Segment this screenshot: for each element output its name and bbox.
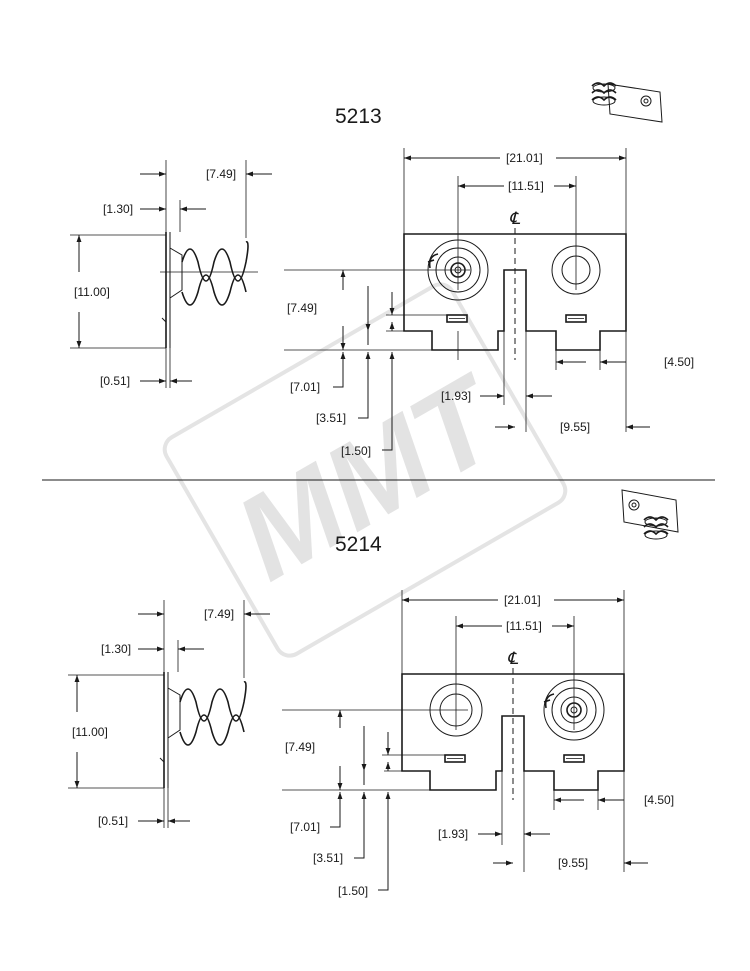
dim-center-spacing: [11.51] [506, 619, 542, 633]
dim-contact-height: [7.49] [285, 740, 315, 754]
dim-overall-height: [7.49] [206, 167, 236, 181]
dim-slot-width: [1.93] [438, 827, 468, 841]
dim-plate-thickness: [0.51] [98, 814, 128, 828]
product-thumbnail-5213 [591, 82, 663, 123]
dim-slot-height: [3.51] [313, 851, 343, 865]
dim-width: [21.01] [506, 151, 543, 165]
dim-half-width: [9.55] [560, 420, 590, 434]
dim-tab-height: [7.01] [290, 820, 320, 834]
dim-contact-height: [7.49] [287, 301, 317, 315]
product-thumbnail-5214 [621, 489, 679, 540]
dim-flange: [1.30] [101, 642, 131, 656]
front-view [282, 590, 625, 872]
dim-right-tab-offset: [4.50] [664, 355, 694, 369]
dim-center-spacing: [11.51] [508, 179, 544, 193]
dim-half-width: [9.55] [558, 856, 588, 870]
dim-slot-height: [3.51] [316, 411, 346, 425]
dim-overall-height: [7.49] [204, 607, 234, 621]
side-view [68, 600, 247, 828]
centerline-symbol: ℄ [507, 649, 519, 668]
side-view [70, 160, 258, 388]
part-number-5214: 5214 [335, 533, 382, 556]
part-5213-drawing: 5213 [7.4 [70, 82, 694, 458]
dim-width: [21.01] [504, 593, 541, 607]
dim-tab-offset: [1.50] [338, 884, 368, 898]
dim-right-tab-offset: [4.50] [644, 793, 674, 807]
centerline-symbol: ℄ [509, 209, 521, 228]
part-5214-drawing: 5214 [7.49] [68, 489, 679, 898]
dim-tab-height: [7.01] [290, 380, 320, 394]
dim-plate-height: [11.00] [74, 285, 110, 299]
dim-flange: [1.30] [103, 202, 133, 216]
dim-plate-thickness: [0.51] [100, 374, 130, 388]
dim-slot-width: [1.93] [441, 389, 471, 403]
part-number-5213: 5213 [335, 105, 382, 128]
dim-plate-height: [11.00] [72, 725, 108, 739]
dim-tab-offset: [1.50] [341, 444, 371, 458]
